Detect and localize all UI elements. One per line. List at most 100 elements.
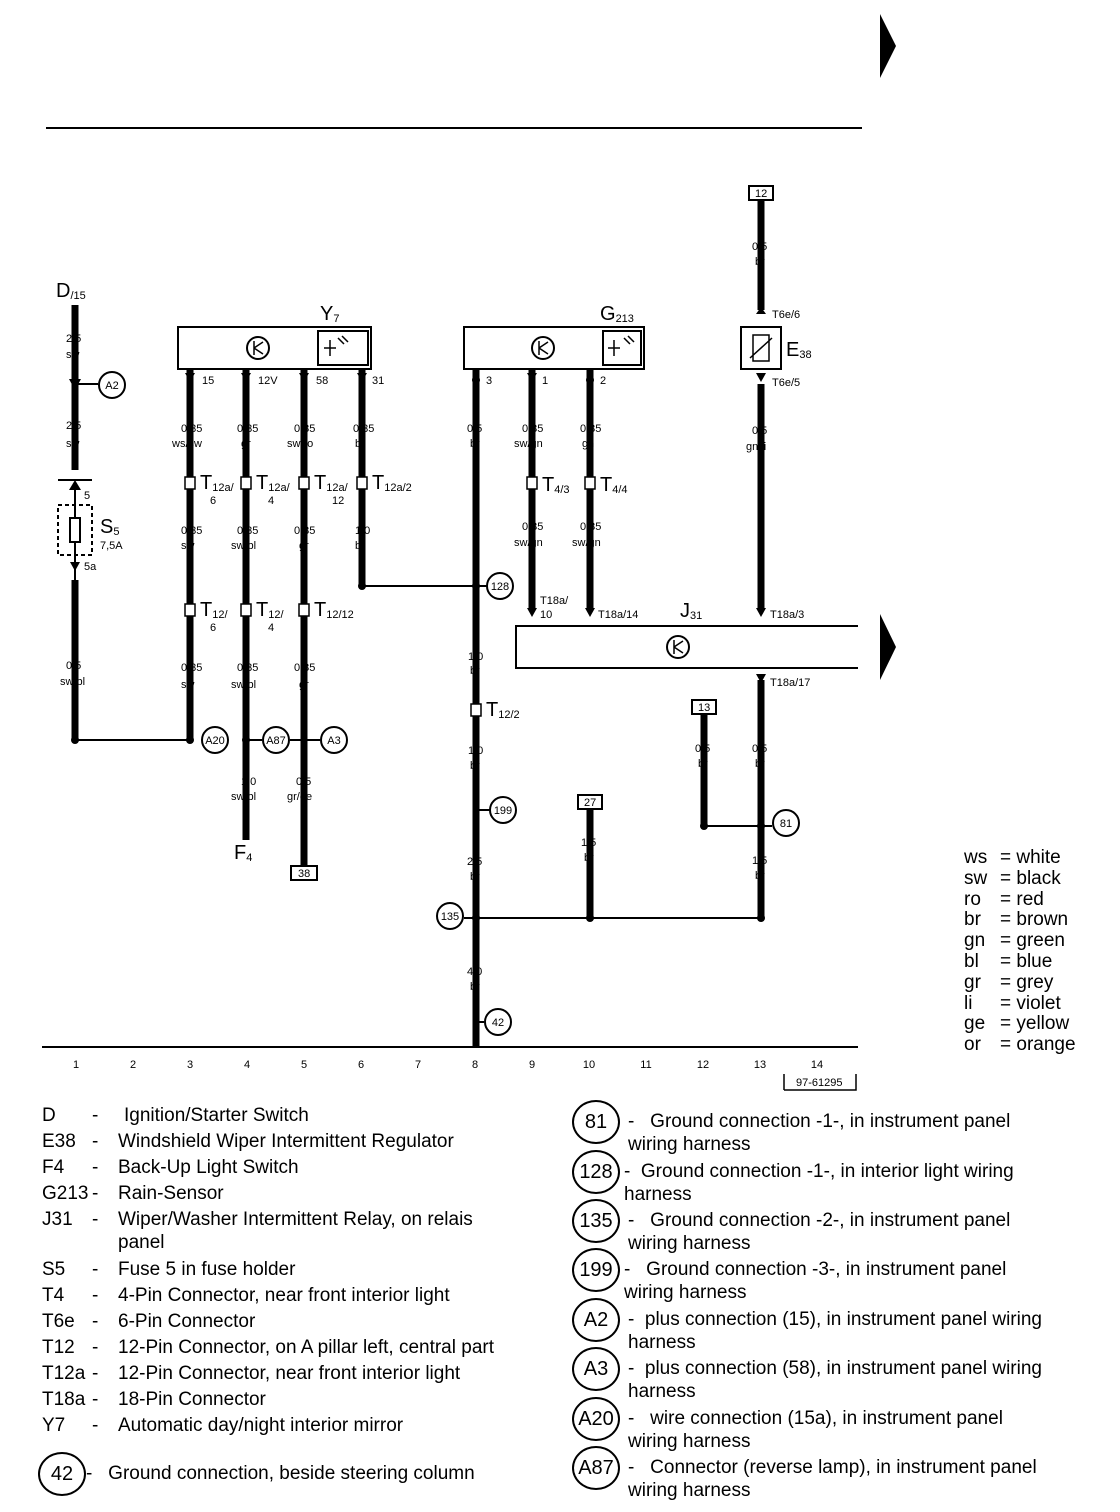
legend-row: - Ground connection -1-, in interior lig… bbox=[624, 1161, 1014, 1205]
legend-desc: 6-Pin Connector bbox=[118, 1311, 256, 1332]
color-abbr: bl bbox=[964, 950, 979, 972]
wire-label: br bbox=[755, 870, 765, 882]
legend-circle-199: 199 bbox=[572, 1248, 620, 1292]
next-page-arrow-top[interactable] bbox=[880, 14, 896, 78]
legend-code: 128 bbox=[579, 1161, 613, 1183]
wire-label: 1,0 bbox=[355, 525, 370, 537]
legend-desc: Connector (reverse lamp), in instrument … bbox=[628, 1457, 1037, 1501]
wire-label: 0,5 bbox=[752, 743, 767, 755]
legend-code: T12a bbox=[42, 1363, 86, 1384]
pin-label: 10 bbox=[540, 609, 552, 621]
color-code-row: bl= blue bbox=[964, 950, 1053, 972]
point-a2[interactable]: A2 bbox=[98, 371, 126, 399]
component-g213-label: G213 bbox=[600, 303, 634, 325]
legend-desc: 4-Pin Connector, near front interior lig… bbox=[118, 1285, 450, 1306]
color-code-row: gr= grey bbox=[964, 971, 1054, 993]
legend-circle-a2: A2 bbox=[572, 1298, 620, 1342]
pin-arrow bbox=[185, 373, 195, 382]
legend-desc: Back-Up Light Switch bbox=[118, 1157, 299, 1178]
legend-code: T18a bbox=[42, 1389, 86, 1410]
point-a20[interactable]: A20 bbox=[201, 726, 229, 754]
legend-desc: plus connection (15), in instrument pane… bbox=[628, 1309, 1042, 1353]
pin-label: 1 bbox=[542, 375, 548, 387]
ref-label: 13 bbox=[698, 702, 710, 714]
pin-label: 58 bbox=[316, 375, 328, 387]
connector-t12a-4: T12a/ 4 bbox=[240, 472, 291, 507]
svg-text:T4/3: T4/3 bbox=[542, 474, 570, 496]
wire-label: 0,35 bbox=[522, 423, 543, 435]
wire-label: sw bbox=[66, 438, 80, 450]
color-name: blue bbox=[1016, 950, 1053, 972]
color-abbr: gr bbox=[964, 971, 981, 993]
svg-text:T12/2: T12/2 bbox=[486, 699, 520, 721]
svg-text:T4/4: T4/4 bbox=[600, 474, 628, 496]
svg-text:6: 6 bbox=[210, 622, 216, 634]
wire-label: sw/bl bbox=[231, 791, 256, 803]
legend-circle-a87: A87 bbox=[572, 1446, 620, 1490]
legend-dash: - bbox=[92, 1311, 99, 1332]
point-128[interactable]: 128 bbox=[486, 572, 514, 600]
legend-desc: 12-Pin Connector, on A pillar left, cent… bbox=[118, 1337, 494, 1358]
point-a87[interactable]: A87 bbox=[262, 726, 290, 754]
svg-text:A20: A20 bbox=[205, 735, 225, 747]
color-abbr: li bbox=[964, 992, 973, 1014]
wire-label: 0,35 bbox=[237, 423, 258, 435]
legend-code: J31 bbox=[42, 1209, 73, 1230]
pin-label: T18a/3 bbox=[770, 609, 804, 621]
legend-dash: - bbox=[92, 1157, 99, 1178]
component-f4-label: F4 bbox=[234, 842, 252, 864]
component-y7-box[interactable] bbox=[177, 326, 372, 370]
point-42[interactable]: 42 bbox=[484, 1008, 512, 1036]
point-a3[interactable]: A3 bbox=[320, 726, 348, 754]
junction bbox=[586, 914, 594, 922]
legend-row: - Connector (reverse lamp), in instrumen… bbox=[628, 1457, 1037, 1501]
transistor-glyph bbox=[673, 640, 684, 654]
svg-text:12: 12 bbox=[332, 495, 344, 507]
color-abbr: ge bbox=[964, 1013, 986, 1035]
connector-t4-4: T4/4 bbox=[584, 474, 628, 496]
diagram-code: 97-61295 bbox=[796, 1077, 843, 1089]
ref-box-27[interactable] bbox=[577, 794, 603, 810]
legend-desc: Ground connection -3-, in instrument pan… bbox=[624, 1259, 1007, 1303]
legend-desc: Ground connection -1-, in interior light… bbox=[624, 1161, 1014, 1205]
color-code-row: ge= yellow bbox=[964, 1013, 1070, 1035]
component-e38-label: E38 bbox=[786, 339, 812, 361]
ref-box-38[interactable] bbox=[290, 865, 318, 881]
point-81[interactable]: 81 bbox=[772, 809, 800, 837]
wire-label: 0,35 bbox=[294, 662, 315, 674]
legend-code: A20 bbox=[578, 1408, 614, 1430]
point-199[interactable]: 199 bbox=[489, 796, 517, 824]
svg-text:135: 135 bbox=[441, 911, 459, 923]
color-code-row: ro= red bbox=[964, 888, 1044, 910]
svg-text:5: 5 bbox=[301, 1059, 307, 1071]
legend-desc: 18-Pin Connector bbox=[118, 1389, 266, 1410]
component-y7-label: Y7 bbox=[320, 303, 339, 325]
svg-text:42: 42 bbox=[492, 1017, 504, 1029]
pin-label: 5a bbox=[84, 561, 97, 573]
wire-label: 0,35 bbox=[580, 423, 601, 435]
legend-desc-42: - Ground connection, beside steering col… bbox=[86, 1463, 475, 1484]
component-s5-label: S5 bbox=[100, 516, 119, 538]
legend-dash: - bbox=[92, 1105, 99, 1126]
wire-label: 0,35 bbox=[181, 662, 202, 674]
wire-label: br bbox=[470, 760, 480, 772]
photo-sensor-icon bbox=[602, 330, 642, 366]
wire-label: br bbox=[470, 981, 480, 993]
pin-label: T18a/17 bbox=[770, 677, 810, 689]
component-j31-box[interactable] bbox=[515, 625, 858, 669]
connector-t12a-6: T12a/ 6 bbox=[184, 472, 235, 507]
wire-label: br bbox=[755, 758, 765, 770]
wire-label: 0,35 bbox=[181, 525, 202, 537]
continue-arrow-right[interactable] bbox=[880, 614, 896, 680]
legend-circle-128: 128 bbox=[572, 1150, 620, 1194]
legend-dash: - bbox=[92, 1285, 99, 1306]
photo-sensor-icon bbox=[317, 330, 369, 366]
potentiometer-icon bbox=[749, 334, 773, 362]
wire-label: 0,35 bbox=[580, 521, 601, 533]
svg-text:14: 14 bbox=[811, 1059, 823, 1071]
legend-code: 81 bbox=[584, 1111, 608, 1133]
point-135[interactable]: 135 bbox=[436, 902, 464, 930]
legend-row: - Ground connection -3-, in instrument p… bbox=[624, 1259, 1007, 1303]
wire-label: 0,5 bbox=[695, 743, 710, 755]
svg-text:128: 128 bbox=[491, 581, 509, 593]
